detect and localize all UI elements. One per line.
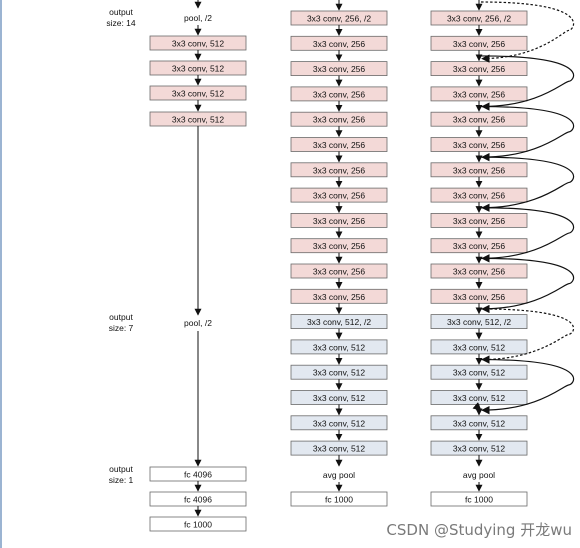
residual-conv-label: 3x3 conv, 512 (453, 393, 506, 403)
plain-conv-label: 3x3 conv, 256 (313, 165, 366, 175)
residual-conv-label: 3x3 conv, 512 (453, 368, 506, 378)
plain-conv-label: 3x3 conv, 256, /2 (307, 14, 371, 24)
plain-conv-label: 3x3 conv, 512 (313, 393, 366, 403)
residual-conv-label: 3x3 conv, 256 (453, 115, 506, 125)
plain-conv-label: 3x3 conv, 256 (313, 39, 366, 49)
plain-conv-label: 3x3 conv, 512 (313, 342, 366, 352)
residual-avg-pool: avg pool (463, 470, 495, 480)
vgg-pool-14: pool, /2 (184, 13, 212, 23)
side-label-14: output size: 14 (106, 7, 136, 28)
vgg-column: pool, /2 3x3 conv, 512 3x3 conv, 512 3x3… (149, 0, 247, 532)
vgg-conv-label: 3x3 conv, 512 (172, 89, 225, 99)
side-label-1-line2: size: 1 (109, 475, 134, 485)
identity-shortcut (480, 105, 575, 162)
vgg-conv-label: 3x3 conv, 512 (172, 39, 225, 49)
residual-conv-label: 3x3 conv, 512 (453, 418, 506, 428)
residual-conv-label: 3x3 conv, 256 (453, 191, 506, 201)
side-label-14-line1: output (109, 7, 133, 17)
vgg-fc-label: fc 4096 (184, 470, 212, 480)
plain-avg-pool: avg pool (323, 470, 355, 480)
residual-conv-label: 3x3 conv, 256 (453, 241, 506, 251)
side-label-7-line1: output (109, 312, 133, 322)
residual-conv-label: 3x3 conv, 256 (453, 64, 506, 74)
residual-conv-label: 3x3 conv, 256 (453, 165, 506, 175)
side-label-1-line1: output (109, 464, 133, 474)
residual-column: 3x3 conv, 256, /2 3x3 conv, 256 3x3 conv, … (430, 0, 528, 507)
plain-conv-label: 3x3 conv, 256 (313, 89, 366, 99)
side-label-7-line2: size: 7 (109, 323, 134, 333)
vgg-fc-label: fc 4096 (184, 495, 212, 505)
plain-conv-label: 3x3 conv, 512 (313, 418, 366, 428)
residual-conv-label: 3x3 conv, 256 (453, 216, 506, 226)
vgg-pool-7: pool, /2 (184, 318, 212, 328)
residual-conv-label: 3x3 conv, 256, /2 (447, 14, 511, 24)
plain-conv-label: 3x3 conv, 512 (313, 368, 366, 378)
side-label-7: output size: 7 (109, 312, 134, 333)
plain-conv-label: 3x3 conv, 256 (313, 241, 366, 251)
residual-shortcuts (480, 1, 575, 415)
side-label-1: output size: 1 (109, 464, 134, 485)
residual-conv-label: 3x3 conv, 512 (453, 342, 506, 352)
residual-conv-label: 3x3 conv, 256 (453, 267, 506, 277)
vgg-fc-block (149, 516, 247, 532)
plain-column: 3x3 conv, 256, /2 3x3 conv, 256 3x3 conv, … (290, 0, 388, 507)
plain-conv-label: 3x3 conv, 256 (313, 140, 366, 150)
vgg-conv-label: 3x3 conv, 512 (172, 115, 225, 125)
residual-conv-label: 3x3 conv, 256 (453, 39, 506, 49)
projection-shortcut (480, 308, 575, 364)
residual-fc-label: fc 1000 (465, 495, 493, 505)
identity-shortcut (480, 257, 575, 314)
residual-conv-label: 3x3 conv, 256 (453, 140, 506, 150)
residual-fc-block (430, 491, 528, 507)
vgg-conv-label: 3x3 conv, 512 (172, 64, 225, 74)
identity-shortcut (480, 207, 575, 263)
identity-shortcut (480, 156, 575, 212)
projection-shortcut (480, 1, 575, 63)
plain-conv-label: 3x3 conv, 256 (313, 115, 366, 125)
residual-conv-label: 3x3 conv, 512, /2 (447, 317, 511, 327)
plain-conv-label: 3x3 conv, 512, /2 (307, 317, 371, 327)
plain-conv-label: 3x3 conv, 256 (313, 292, 366, 302)
plain-fc-label: fc 1000 (325, 495, 353, 505)
plain-conv-label: 3x3 conv, 256 (313, 191, 366, 201)
identity-shortcut (480, 358, 575, 415)
side-label-14-line2: size: 14 (106, 18, 136, 28)
plain-conv-label: 3x3 conv, 256 (313, 267, 366, 277)
plain-conv-label: 3x3 conv, 256 (313, 64, 366, 74)
residual-conv-label: 3x3 conv, 256 (453, 292, 506, 302)
residual-conv-label: 3x3 conv, 512 (453, 444, 506, 454)
plain-conv-label: 3x3 conv, 256 (313, 216, 366, 226)
residual-conv-label: 3x3 conv, 256 (453, 89, 506, 99)
identity-shortcut (480, 55, 575, 111)
plain-conv-label: 3x3 conv, 512 (313, 444, 366, 454)
plain-fc-block (290, 491, 388, 507)
watermark: CSDN @Studying 开龙wu (386, 521, 572, 539)
vgg-fc-label: fc 1000 (184, 520, 212, 530)
